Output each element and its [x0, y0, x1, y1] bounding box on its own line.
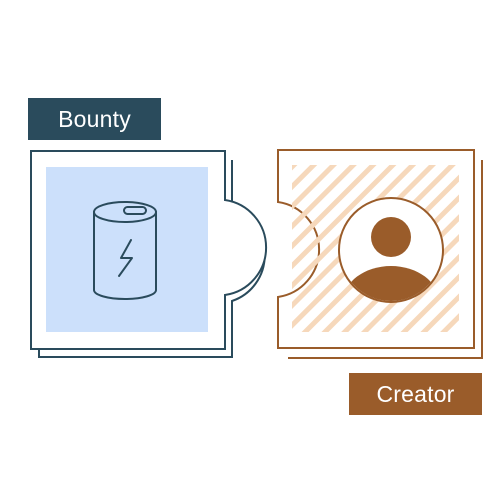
bounty-piece [30, 150, 268, 358]
creator-piece [277, 149, 483, 359]
creator-label: Creator [376, 380, 455, 407]
creator-piece-shadow [288, 160, 483, 359]
battery-icon [93, 201, 157, 300]
creator-label-bg [349, 373, 482, 415]
user-avatar-icon [338, 197, 444, 303]
bounty-label-bg [28, 98, 161, 140]
bounty-fill-panel [46, 167, 208, 332]
bounty-label: Bounty [58, 105, 131, 132]
